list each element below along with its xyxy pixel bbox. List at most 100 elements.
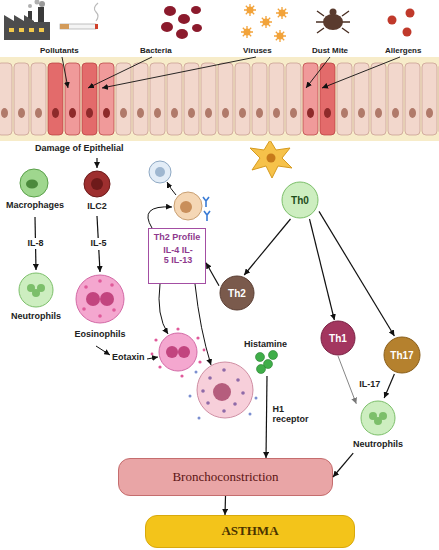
- node-text: Neutrophils: [5, 312, 67, 322]
- small-cell: [149, 161, 171, 183]
- node-text: Th17: [383, 336, 421, 374]
- node-text: Histamine: [244, 340, 287, 350]
- cell-nucleus: [290, 108, 297, 118]
- histamine-granules: Histamine: [240, 340, 294, 376]
- b-cell: [203, 197, 210, 221]
- cell-nucleus: [171, 108, 178, 118]
- bacteria-icon: [161, 22, 173, 32]
- connector-arrow: [310, 219, 335, 320]
- b-cell: [180, 201, 192, 213]
- bronchoconstriction-box: Bronchoconstriction: [118, 458, 333, 496]
- factory-icon: [28, 4, 32, 8]
- node-text: Th2 Profile: [149, 233, 205, 243]
- bacteria-icon: [176, 29, 188, 39]
- connector-arrow: [96, 158, 97, 168]
- cell-nucleus: [137, 108, 144, 118]
- b-cell: [174, 192, 210, 221]
- dust-mite-icon: [316, 9, 350, 34]
- epithelial-cell: [116, 63, 131, 135]
- epithelial-cell: [303, 63, 318, 135]
- ilc2-cell: ILC2: [72, 168, 122, 216]
- macrophage-cell: Macrophages: [3, 165, 67, 217]
- epithelial-cell: [405, 63, 420, 135]
- histamine-granule: [269, 351, 278, 360]
- cell-nucleus: [86, 108, 93, 118]
- dendritic-cell: [250, 140, 292, 178]
- connector-arrow: [333, 453, 353, 477]
- cigarette-icon: [60, 24, 96, 29]
- connector-arrow: [224, 496, 226, 515]
- trigger-label: Viruses: [243, 47, 272, 56]
- node-text: IL-4 IL-5 IL-13: [163, 246, 193, 266]
- neutrophil-cell: Neutrophils: [347, 398, 409, 456]
- cell-nucleus: [379, 412, 387, 420]
- connector-arrow: [384, 374, 394, 398]
- epithelial-cell: [82, 63, 97, 135]
- cell-body: [384, 337, 420, 373]
- factory-icon: [39, 1, 45, 7]
- dendritic-cell: [250, 140, 292, 178]
- cell-nucleus: [91, 178, 103, 190]
- mast-cell: [197, 362, 253, 418]
- cell-nucleus: [256, 108, 263, 118]
- cytokine-arrows: [159, 284, 168, 334]
- edge-label: IL-8: [27, 238, 45, 250]
- mast-cell: [233, 402, 237, 406]
- cytokine-arrows: [147, 357, 158, 359]
- cell-nucleus: [35, 108, 42, 118]
- mast-cell: [208, 376, 212, 380]
- epithelial-cell: [65, 63, 80, 135]
- cell-nucleus: [37, 284, 45, 292]
- degranulating-eosinophil: [151, 353, 154, 356]
- epithelial-cell: [201, 63, 216, 135]
- granule: [98, 314, 102, 318]
- virus-icon: [276, 7, 288, 19]
- edge-label: IL-5: [90, 238, 108, 250]
- mast-cell: [189, 395, 192, 398]
- node-text: ASTHMA: [146, 516, 354, 547]
- cell-nucleus: [188, 108, 195, 118]
- cytokine-arrows: [167, 182, 176, 195]
- epithelial-cell: [167, 63, 182, 135]
- epithelial-cell: [286, 63, 301, 135]
- degranulating-eosinophil: [151, 327, 206, 377]
- granule: [98, 279, 102, 283]
- band-background: [0, 57, 439, 141]
- cell-nucleus: [375, 108, 382, 118]
- epithelial-cell: [354, 63, 369, 135]
- factory-icon: [19, 28, 24, 32]
- trigger-label: Bacteria: [140, 47, 172, 56]
- cigarette-icon: [95, 24, 98, 29]
- epithelial-cell: [371, 63, 386, 135]
- factory-icon: [9, 28, 14, 32]
- cell-nucleus: [18, 108, 25, 118]
- mast-cell: [201, 389, 205, 393]
- bacteria-icon: [191, 6, 201, 14]
- factory-icon: [4, 15, 34, 23]
- cytokine-arrows: [195, 284, 211, 365]
- mast-cell: [195, 371, 198, 374]
- cell-nucleus: [120, 108, 127, 118]
- degranulating-eosinophil: [158, 365, 161, 368]
- granule: [110, 283, 114, 287]
- cell-nucleus: [222, 108, 229, 118]
- cell-nucleus: [100, 292, 114, 306]
- epithelial-cell: [337, 63, 352, 135]
- mast-cell: [201, 368, 245, 413]
- cell-nucleus: [205, 108, 212, 118]
- cell-nucleus: [69, 108, 76, 118]
- cell-nucleus: [392, 108, 399, 118]
- cell-body: [84, 171, 110, 197]
- degranulating-eosinophil: [151, 327, 206, 377]
- degranulating-eosinophil: [154, 338, 157, 341]
- bacteria-icon: [192, 24, 202, 32]
- degranulating-eosinophil: [180, 374, 183, 377]
- cell-nucleus: [103, 108, 110, 118]
- cell-nucleus: [307, 108, 314, 118]
- node-text: Bronchoconstriction: [119, 459, 332, 495]
- degranulating-eosinophil: [159, 333, 197, 371]
- node-text: ILC2: [72, 202, 122, 212]
- dust-mite-icon: [330, 9, 337, 16]
- epithelial-cell: [252, 63, 267, 135]
- virus-icon: [260, 16, 272, 28]
